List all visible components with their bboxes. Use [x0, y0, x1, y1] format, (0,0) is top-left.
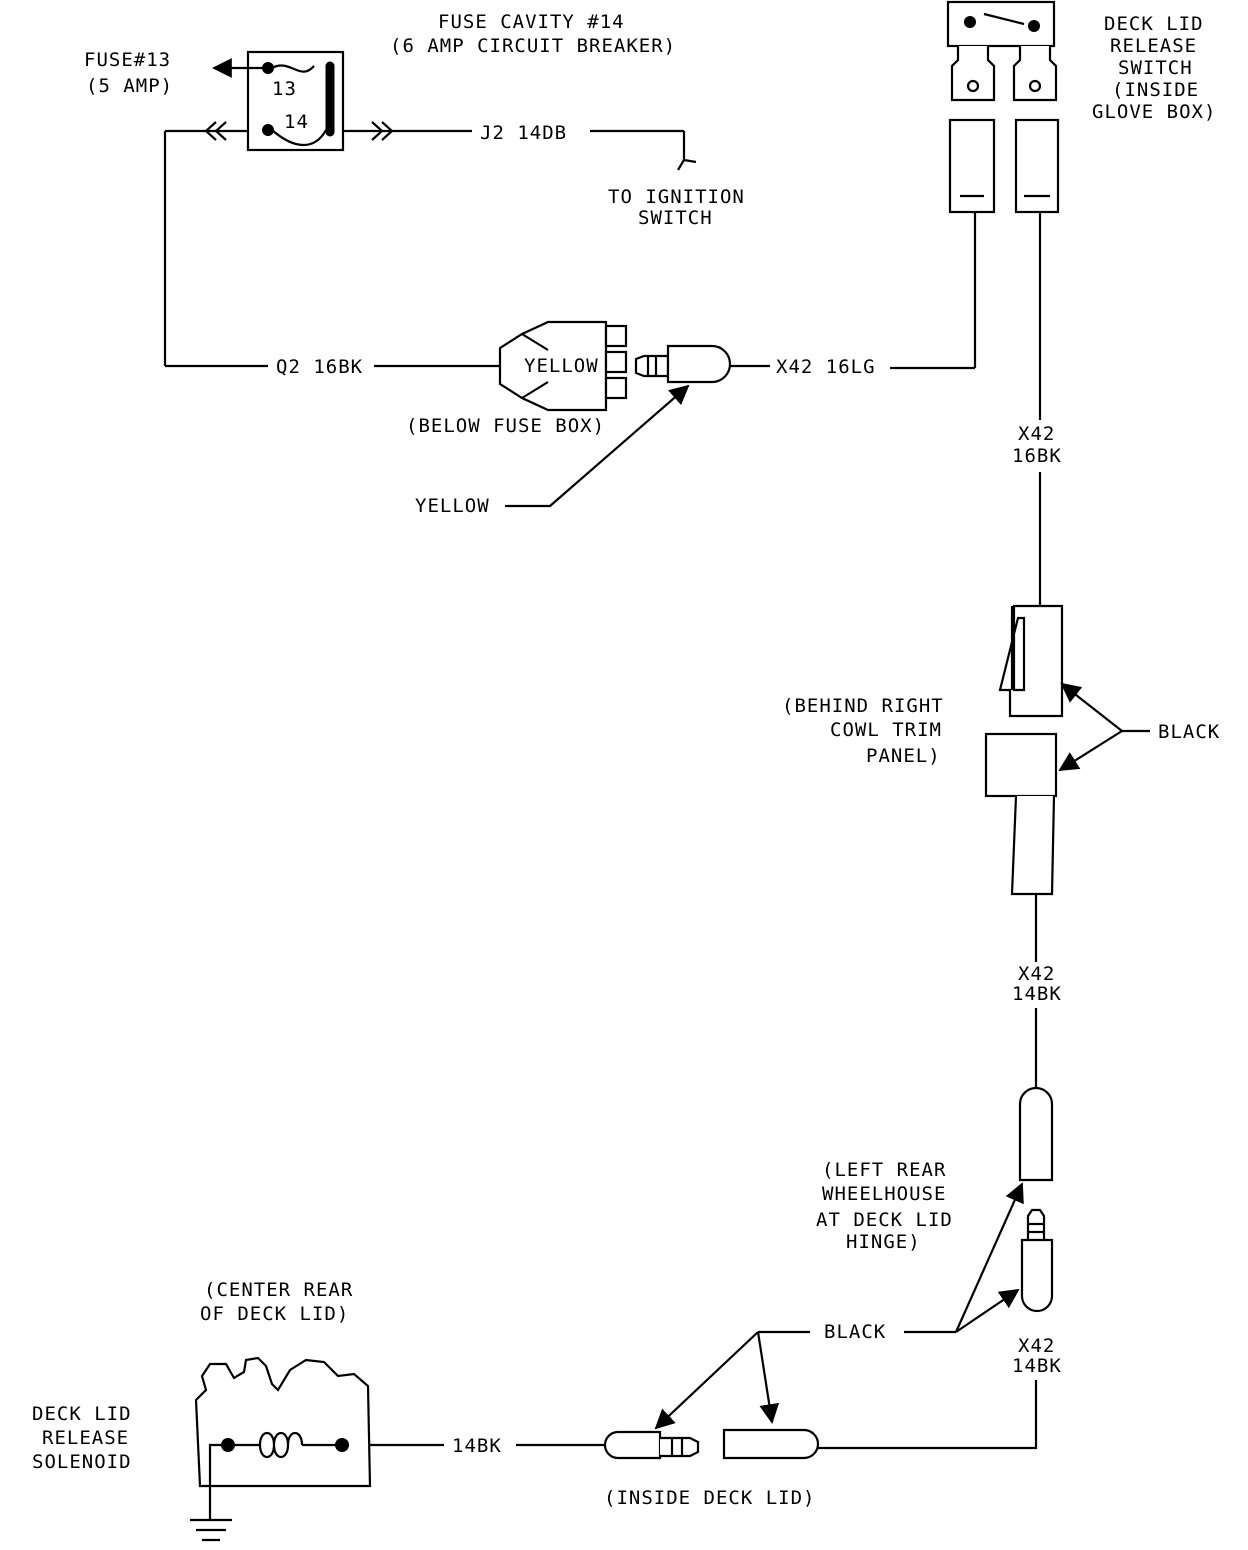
wire-x42-16bk-label-1: X42	[1018, 423, 1055, 445]
deck-lid-connector-label: (INSIDE DECK LID)	[604, 1487, 815, 1509]
cowl-label-line2: COWL TRIM	[830, 719, 942, 741]
wheelhouse-label-line3: AT DECK LID	[816, 1209, 953, 1231]
fuse14-wire	[163, 121, 697, 366]
cowl-black-pointer-up	[1060, 682, 1123, 732]
below-fuse-box-label: (BELOW FUSE BOX)	[406, 415, 605, 437]
fuse13-label-line2: (5 AMP)	[86, 75, 173, 97]
solenoid-location-line1: (CENTER REAR	[204, 1279, 353, 1301]
black-pointer-deck-male	[654, 1331, 759, 1430]
cowl-connector	[984, 604, 1064, 896]
cowl-black-pointer-down	[1058, 730, 1123, 772]
wire-j2-label: J2 14DB	[480, 122, 567, 144]
deck-lid-release-switch	[946, 0, 1060, 214]
fuse-cavity-label-line1: FUSE CAVITY #14	[438, 11, 625, 33]
yellow-connector-female	[498, 320, 628, 412]
wire-x42-14bk-a-label-1: X42	[1018, 963, 1055, 985]
wire-x42-14bk-a-label-2: 14BK	[1012, 983, 1062, 1005]
black-pointer-wheelhouse-female	[954, 1182, 1024, 1333]
black-pointer-wheelhouse-male	[955, 1288, 1020, 1333]
wire-14bk-label: 14BK	[452, 1435, 502, 1457]
yellow-connector-male	[634, 344, 732, 384]
wire-x42-lg-label: X42 16LG	[776, 356, 876, 378]
cowl-black-label: BLACK	[1158, 721, 1220, 743]
fuse-cavity-label-line2: (6 AMP CIRCUIT BREAKER)	[390, 35, 676, 57]
ignition-label-line2: SWITCH	[638, 207, 713, 229]
solenoid-location-line2: OF DECK LID)	[200, 1303, 349, 1325]
wire-x42-16bk-label-2: 16BK	[1012, 445, 1062, 467]
ignition-label-line1: TO IGNITION	[608, 186, 745, 208]
yellow-pointer-label: YELLOW	[415, 495, 490, 517]
wheelhouse-label-line2: WHEELHOUSE	[822, 1183, 946, 1205]
fuse13-label-line1: FUSE#13	[84, 49, 171, 71]
wire-x42-14bk-b-label-1: X42	[1018, 1335, 1055, 1357]
solenoid-label-line1: DECK LID	[32, 1403, 132, 1425]
fuse-pos-13-label: 13	[272, 78, 297, 100]
deck-lid-release-solenoid	[190, 1356, 372, 1542]
black-lower-label: BLACK	[824, 1321, 886, 1343]
switch-label-line5: GLOVE BOX)	[1092, 101, 1216, 123]
switch-label-line4: (INSIDE	[1112, 79, 1199, 101]
switch-label-line3: SWITCH	[1118, 57, 1193, 79]
wire-x42-14bk-lower	[818, 1380, 1038, 1450]
cowl-label-line1: (BEHIND RIGHT	[782, 695, 944, 717]
wheelhouse-connector	[1018, 1086, 1054, 1313]
wire-q2-label: Q2 16BK	[276, 356, 363, 378]
deck-lid-connector	[603, 1428, 820, 1460]
switch-label-line2: RELEASE	[1110, 35, 1197, 57]
solenoid-label-line3: SOLENOID	[32, 1451, 132, 1473]
cowl-label-line3: PANEL)	[866, 745, 941, 767]
yellow-pointer	[505, 384, 690, 508]
black-pointer-deck-female	[756, 1331, 780, 1424]
yellow-connector-label: YELLOW	[524, 355, 599, 377]
fuse-block: 13 14	[246, 50, 345, 152]
solenoid-label-line2: RELEASE	[42, 1427, 129, 1449]
wheelhouse-label-line4: HINGE)	[846, 1231, 921, 1253]
wire-x42-14bk-b-label-2: 14BK	[1012, 1355, 1062, 1377]
switch-label-line1: DECK LID	[1104, 13, 1204, 35]
wheelhouse-label-line1: (LEFT REAR	[822, 1159, 946, 1181]
fuse-pos-14-label: 14	[284, 111, 309, 133]
